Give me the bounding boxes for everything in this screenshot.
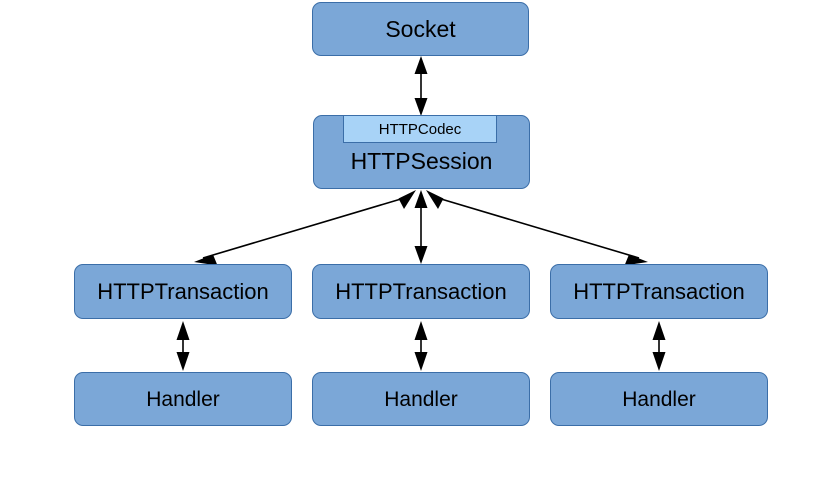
- edge-transaction-0-handler-0: [176, 321, 190, 371]
- node-handler-2-label: Handler: [622, 387, 696, 411]
- node-handler-2[interactable]: Handler: [550, 372, 768, 426]
- node-transaction-2[interactable]: HTTPTransaction: [550, 264, 768, 319]
- node-transaction-2-label: HTTPTransaction: [573, 278, 745, 304]
- node-transaction-0-label: HTTPTransaction: [97, 278, 269, 304]
- node-httpcodec[interactable]: HTTPCodec: [343, 115, 497, 143]
- node-httpsession[interactable]: HTTPCodec HTTPSession: [313, 115, 530, 189]
- edge-httpsession-transaction-2: [426, 190, 648, 266]
- node-handler-1-label: Handler: [384, 387, 458, 411]
- edge-httpsession-transaction-0: [194, 190, 416, 266]
- node-handler-0[interactable]: Handler: [74, 372, 292, 426]
- node-transaction-1-label: HTTPTransaction: [335, 278, 507, 304]
- edge-socket-httpsession: [414, 56, 428, 116]
- node-handler-0-label: Handler: [146, 387, 220, 411]
- node-socket[interactable]: Socket: [312, 2, 529, 56]
- node-httpsession-label: HTTPSession: [350, 148, 493, 174]
- node-transaction-1[interactable]: HTTPTransaction: [312, 264, 530, 319]
- edge-transaction-1-handler-1: [414, 321, 428, 371]
- edge-transaction-2-handler-2: [652, 321, 666, 371]
- node-transaction-0[interactable]: HTTPTransaction: [74, 264, 292, 319]
- edge-httpsession-transaction-1: [414, 190, 428, 264]
- node-httpcodec-label: HTTPCodec: [378, 120, 462, 138]
- node-handler-1[interactable]: Handler: [312, 372, 530, 426]
- node-socket-label: Socket: [385, 15, 456, 42]
